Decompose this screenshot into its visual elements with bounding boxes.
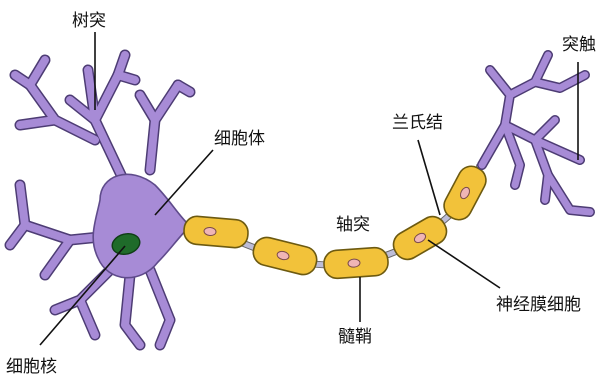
label-dendrite: 树突 — [72, 11, 106, 31]
schwann-leader — [428, 240, 500, 288]
axon-core — [175, 165, 480, 265]
label-cell-body: 细胞体 — [214, 129, 265, 149]
node-leader — [418, 140, 440, 215]
axon-terminal-tree — [482, 55, 590, 212]
label-nucleus: 细胞核 — [6, 357, 57, 377]
label-axon-terminal: 突触 — [562, 35, 596, 55]
label-myelin-sheath: 髓鞘 — [338, 327, 372, 347]
cell-body-leader — [155, 150, 213, 215]
label-axon: 轴突 — [336, 215, 370, 235]
dendrite-tree — [10, 55, 190, 345]
cell-body-shape — [93, 174, 190, 277]
label-schwann-cell: 神经膜细胞 — [496, 295, 581, 315]
label-node-of-ranvier: 兰氏结 — [392, 113, 443, 133]
